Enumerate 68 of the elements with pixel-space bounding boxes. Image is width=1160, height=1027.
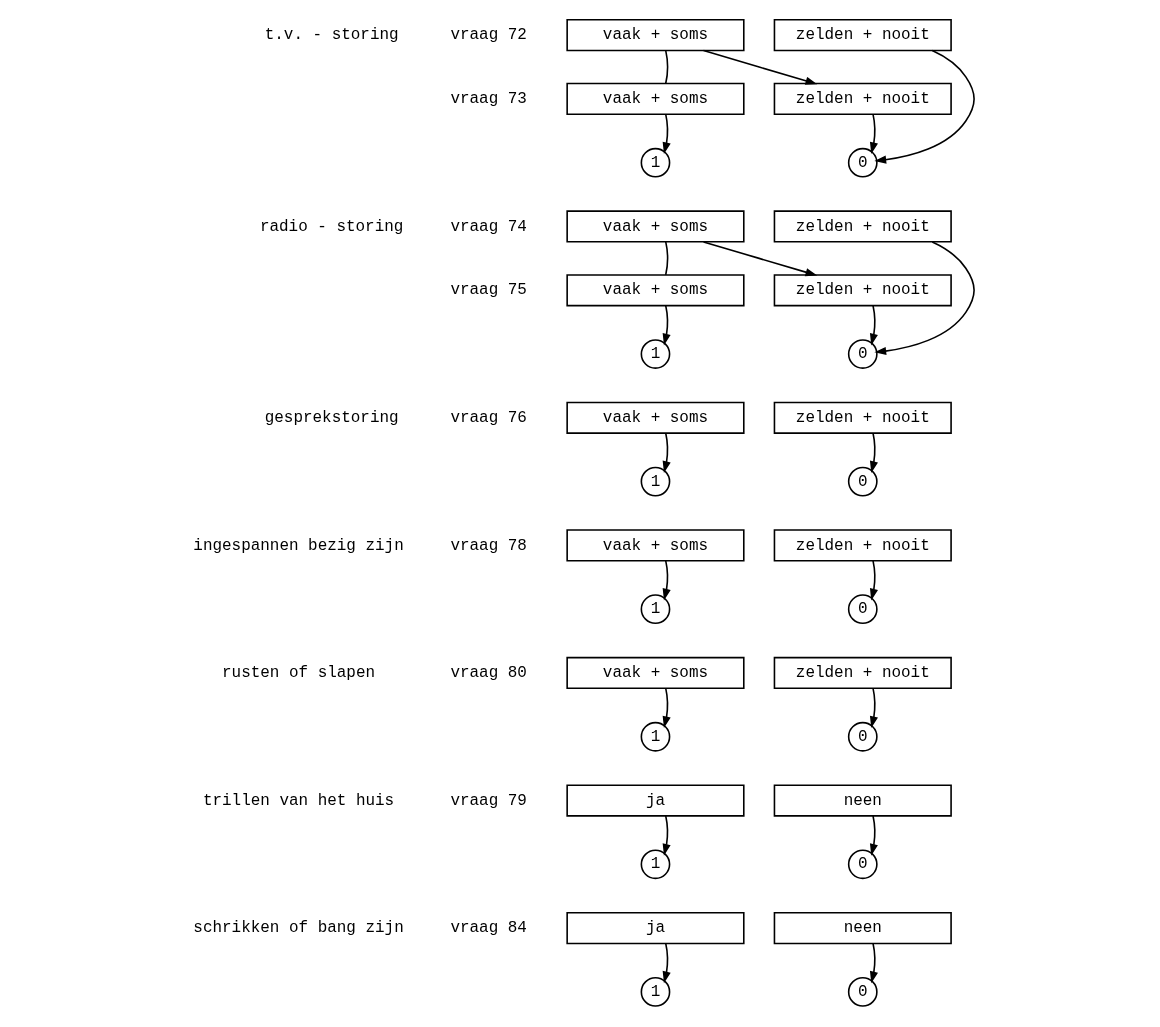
node-box: neen — [773, 784, 952, 817]
node-box: zelden + nooit — [773, 656, 952, 690]
node-circle: 1 — [640, 976, 670, 1007]
node-circle: 1 — [640, 721, 670, 752]
node-box: zelden + nooit — [773, 274, 952, 307]
node-circle: 1 — [640, 849, 670, 880]
arrow — [869, 113, 878, 155]
arrow — [869, 942, 878, 984]
arrow — [869, 304, 878, 346]
node-box: zelden + nooit — [773, 82, 952, 116]
label: t.v. - storing — [264, 26, 399, 45]
node-box: vaak + soms — [565, 82, 745, 116]
node-circle: 0 — [847, 721, 878, 752]
node-circle: 0 — [847, 147, 878, 178]
node-box: vaak + soms — [565, 274, 745, 307]
node-label: vraag 74 — [449, 217, 527, 236]
node-circle: 0 — [847, 339, 878, 369]
label: gesprekstoring — [264, 409, 399, 427]
arrow — [662, 815, 671, 856]
node-circle: 0 — [847, 466, 878, 497]
arrow — [869, 432, 878, 473]
node-label: vraag 80 — [449, 664, 527, 683]
label: trillen van het huis — [202, 791, 394, 810]
arrow — [869, 815, 878, 856]
arrow — [662, 942, 671, 984]
node-box: vaak + soms — [565, 19, 745, 52]
node-circle: 0 — [847, 849, 878, 880]
node-box: neen — [773, 911, 952, 945]
node-circle: 0 — [847, 976, 878, 1007]
node-box: ja — [565, 911, 745, 945]
node-label: vraag 79 — [449, 791, 527, 810]
node-circle: 1 — [640, 466, 670, 497]
arrow — [662, 560, 671, 601]
arrow — [869, 560, 878, 601]
node-label: vraag 78 — [449, 536, 527, 555]
node-box: ja — [565, 784, 745, 817]
arrow — [662, 687, 671, 729]
node-label: vraag 75 — [449, 281, 527, 300]
arrow — [702, 241, 817, 277]
node-box: zelden + nooit — [773, 210, 952, 243]
label: radio - storing — [259, 217, 403, 236]
node-box: zelden + nooit — [773, 401, 952, 434]
node-circle: 1 — [640, 594, 670, 625]
arrow — [662, 113, 671, 155]
node-label: vraag 72 — [449, 26, 527, 45]
arrow — [662, 304, 671, 346]
arrow — [702, 49, 817, 85]
node-box: zelden + nooit — [773, 19, 952, 52]
node-label: vraag 84 — [449, 919, 527, 938]
arrow — [662, 432, 671, 473]
node-label: vraag 76 — [449, 409, 527, 427]
arrow — [873, 241, 975, 356]
label: ingespannen bezig zijn — [192, 536, 404, 555]
node-box: vaak + soms — [565, 210, 745, 243]
arrow — [869, 687, 878, 729]
node-box: vaak + soms — [565, 529, 745, 562]
label: schrikken of bang zijn — [192, 919, 404, 938]
node-box: zelden + nooit — [773, 529, 952, 562]
node-label: vraag 73 — [449, 90, 527, 109]
arrow — [873, 49, 975, 164]
connector — [664, 241, 668, 276]
node-circle: 0 — [847, 594, 878, 625]
node-circle: 1 — [640, 147, 670, 178]
label: rusten of slapen — [221, 664, 375, 683]
node-box: vaak + soms — [565, 656, 745, 690]
node-box: vaak + soms — [565, 401, 745, 434]
node-circle: 1 — [640, 339, 670, 369]
connector — [664, 49, 668, 85]
